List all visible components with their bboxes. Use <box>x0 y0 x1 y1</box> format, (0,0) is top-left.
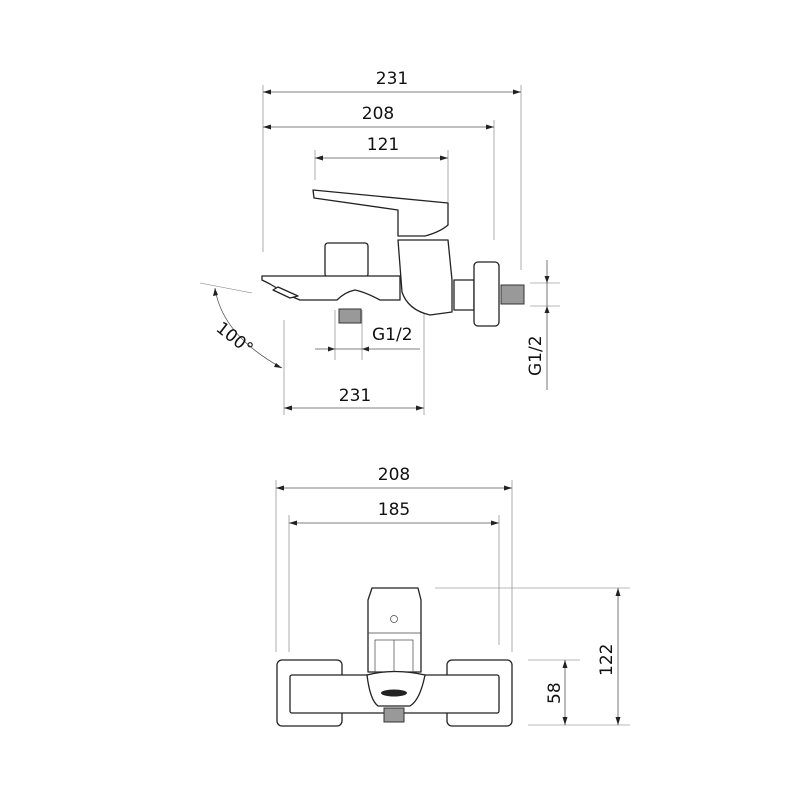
faucet-front-body <box>276 587 513 727</box>
mixer-body <box>397 239 453 316</box>
dimension-lines <box>276 485 621 725</box>
faucet-side-body <box>261 189 525 327</box>
dim-width-outer-label: 208 <box>378 465 410 485</box>
wall-flange <box>473 261 500 327</box>
dim-spout-projection-label: 231 <box>339 386 371 406</box>
dim-height-total-label: 122 <box>597 644 617 676</box>
cartridge-housing <box>367 587 422 673</box>
outlet-thread <box>383 707 405 723</box>
dimension-lines <box>199 89 550 411</box>
spout-outlet <box>272 286 299 299</box>
dim-angle-label: 100° <box>212 318 257 359</box>
dim-body-label: 208 <box>362 104 394 124</box>
outlet-thread <box>338 308 362 324</box>
dim-lever-label: 121 <box>367 135 399 155</box>
dim-width-inner-label: 185 <box>378 500 410 520</box>
lever-handle <box>312 189 449 237</box>
dim-height-plate-label: 58 <box>545 682 565 704</box>
inlet-nut <box>453 279 475 311</box>
extension-lines <box>275 480 630 726</box>
aerator <box>381 689 407 697</box>
spout <box>261 275 401 301</box>
front-view: 208 185 58 122 <box>275 465 630 727</box>
side-view: 231 208 121 100° G1/2 231 G1/2 <box>199 69 560 415</box>
dim-overall-label: 231 <box>376 69 408 89</box>
diverter-knob <box>324 242 369 278</box>
screw-icon <box>390 615 398 623</box>
spout-outlet <box>366 670 426 707</box>
dim-inlet-thread-label: G1/2 <box>526 335 546 376</box>
inlet-thread <box>500 284 525 305</box>
dim-outlet-thread-label: G1/2 <box>372 325 413 345</box>
